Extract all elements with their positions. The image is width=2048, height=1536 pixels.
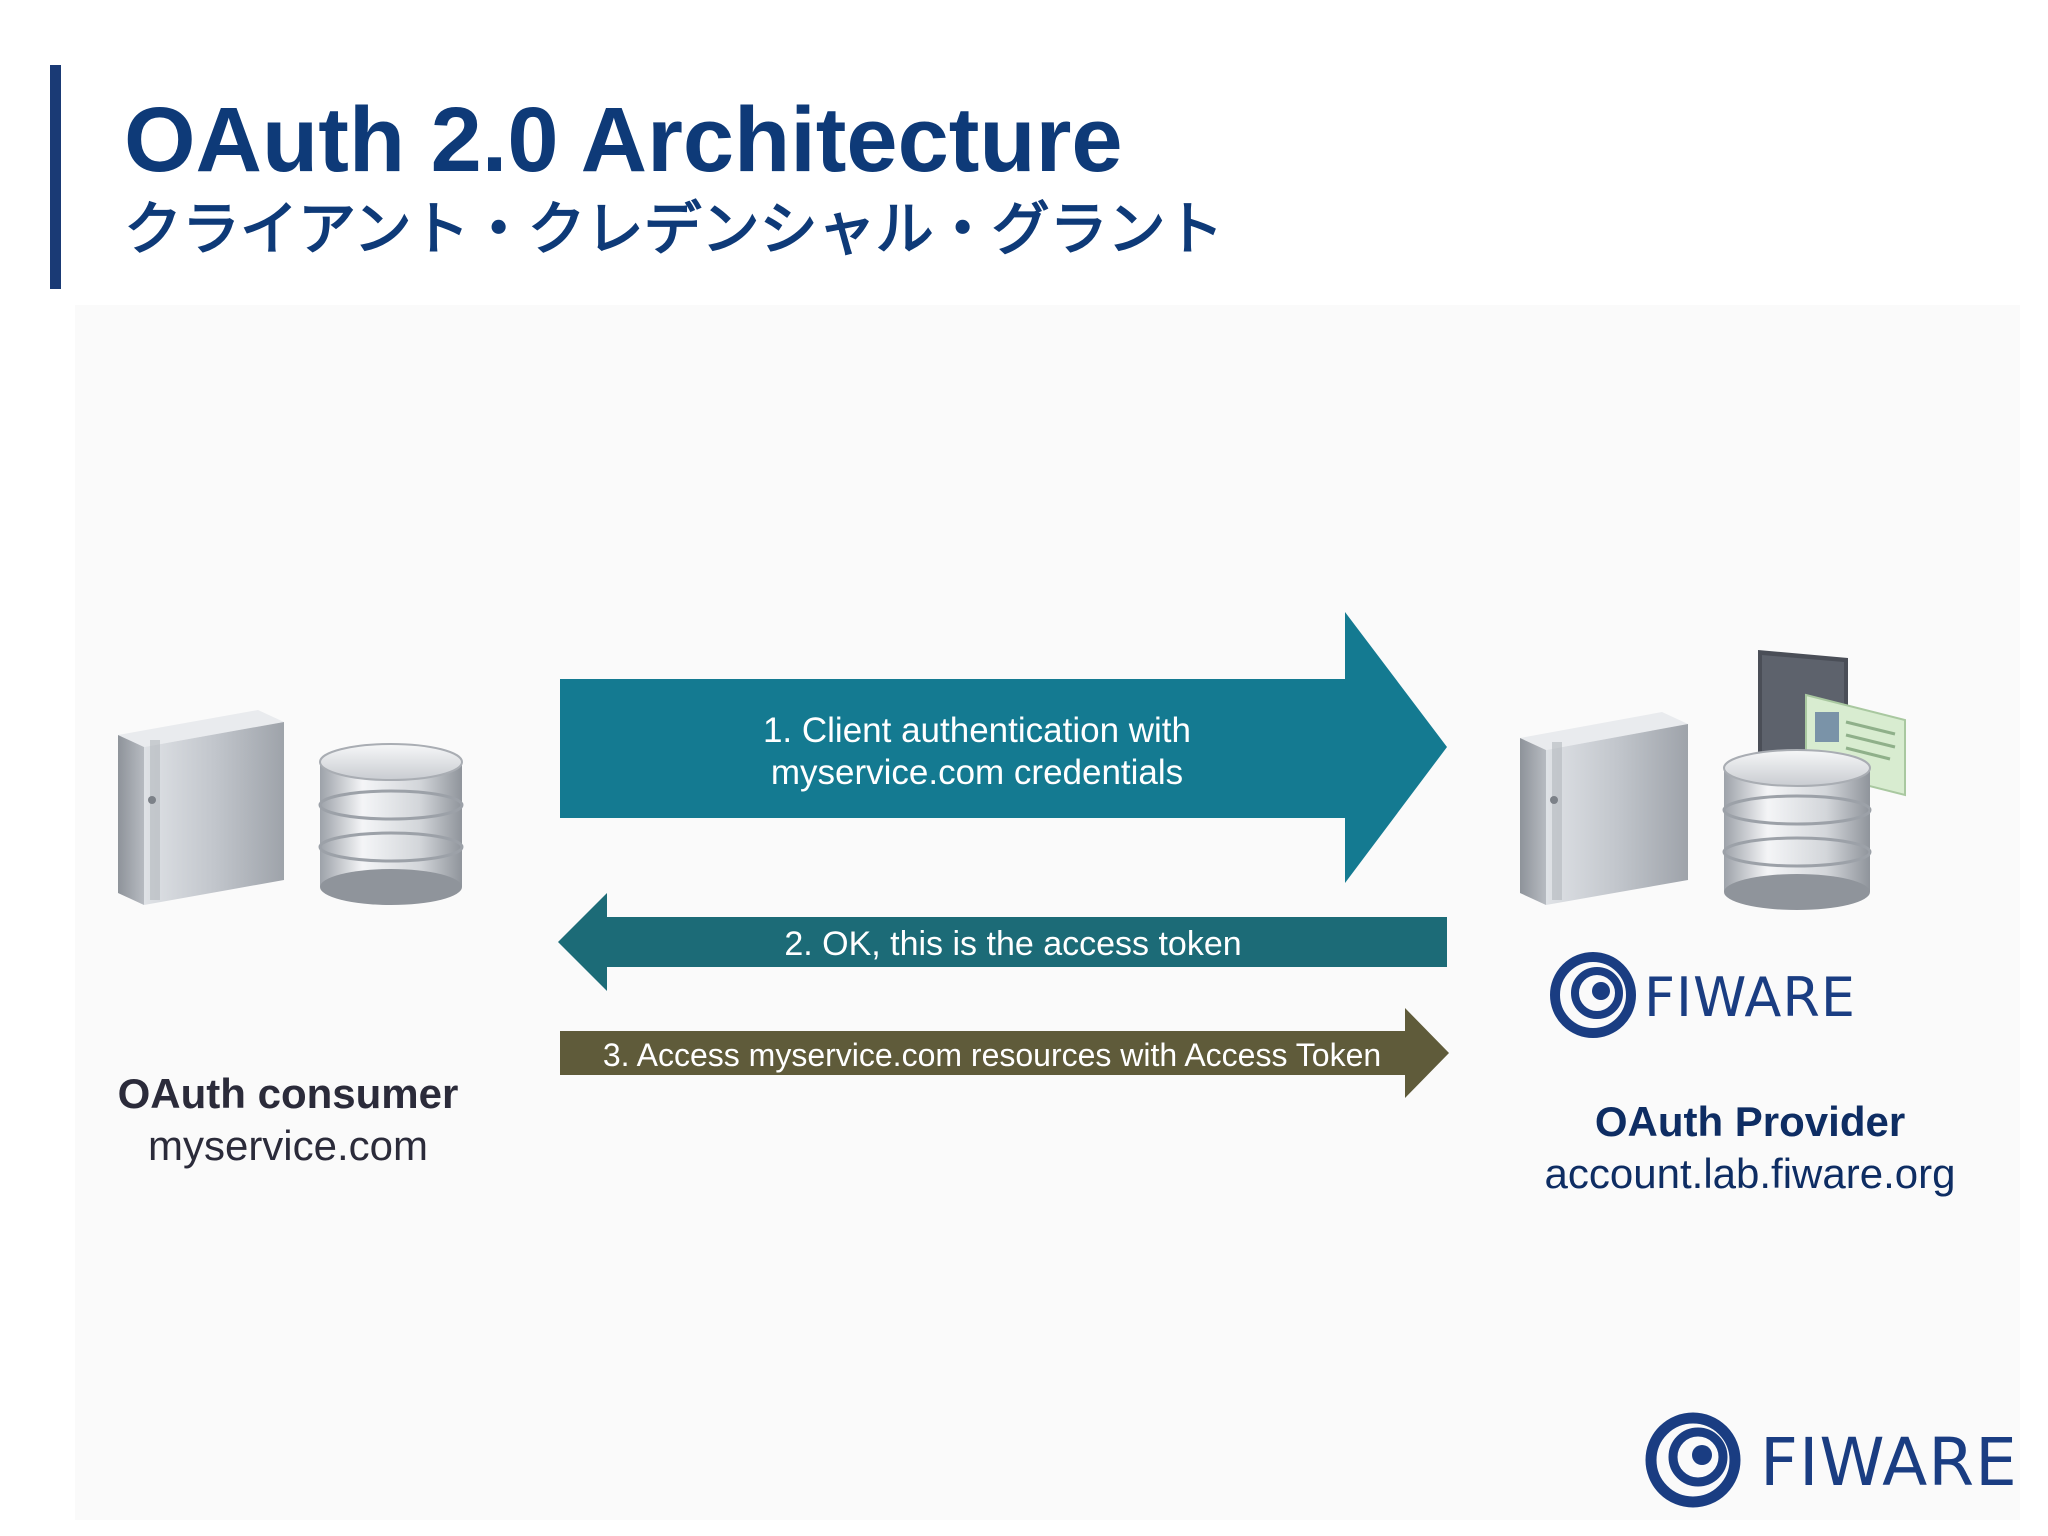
step-2-arrow: 2. OK, this is the access token — [558, 893, 1447, 991]
fiware-swirl-icon — [1645, 1412, 1741, 1508]
step-2-label: 2. OK, this is the access token — [784, 925, 1241, 963]
consumer-server-tower-icon — [118, 710, 284, 905]
provider-server-tower-icon — [1520, 712, 1688, 905]
diagram-background — [75, 305, 2020, 1520]
provider-fiware-logo: FIWARE — [1550, 952, 1856, 1038]
step-1-arrow: 1. Client authentication with myservice.… — [560, 612, 1447, 883]
slide-title: OAuth 2.0 Architecture — [124, 89, 1123, 191]
consumer-label: OAuth consumer myservice.com — [88, 1068, 488, 1172]
consumer-database-icon — [318, 743, 464, 905]
step-1-label-line1: 1. Client authentication with — [763, 711, 1191, 750]
fiware-swirl-icon — [1550, 952, 1636, 1038]
provider-label: OAuth Provider account.lab.fiware.org — [1500, 1096, 2000, 1200]
footer-logo-text: FIWARE — [1760, 1424, 2018, 1501]
provider-database-icon — [1722, 749, 1872, 910]
step-3-label: 3. Access myservice.com resources with A… — [603, 1037, 1381, 1073]
slide-subtitle: クライアント・クレデンシャル・グラント — [124, 195, 1224, 263]
title-accent-bar — [50, 65, 61, 289]
consumer-role: OAuth consumer — [117, 1070, 459, 1117]
provider-host: account.lab.fiware.org — [1544, 1150, 1956, 1197]
provider-logo-text: FIWARE — [1644, 966, 1856, 1029]
consumer-host: myservice.com — [147, 1122, 429, 1169]
footer-fiware-logo: FIWARE — [1645, 1412, 2018, 1508]
step-3-arrow: 3. Access myservice.com resources with A… — [560, 1008, 1449, 1098]
provider-role: OAuth Provider — [1594, 1098, 1906, 1145]
step-1-label-line2: myservice.com credentials — [771, 753, 1183, 792]
